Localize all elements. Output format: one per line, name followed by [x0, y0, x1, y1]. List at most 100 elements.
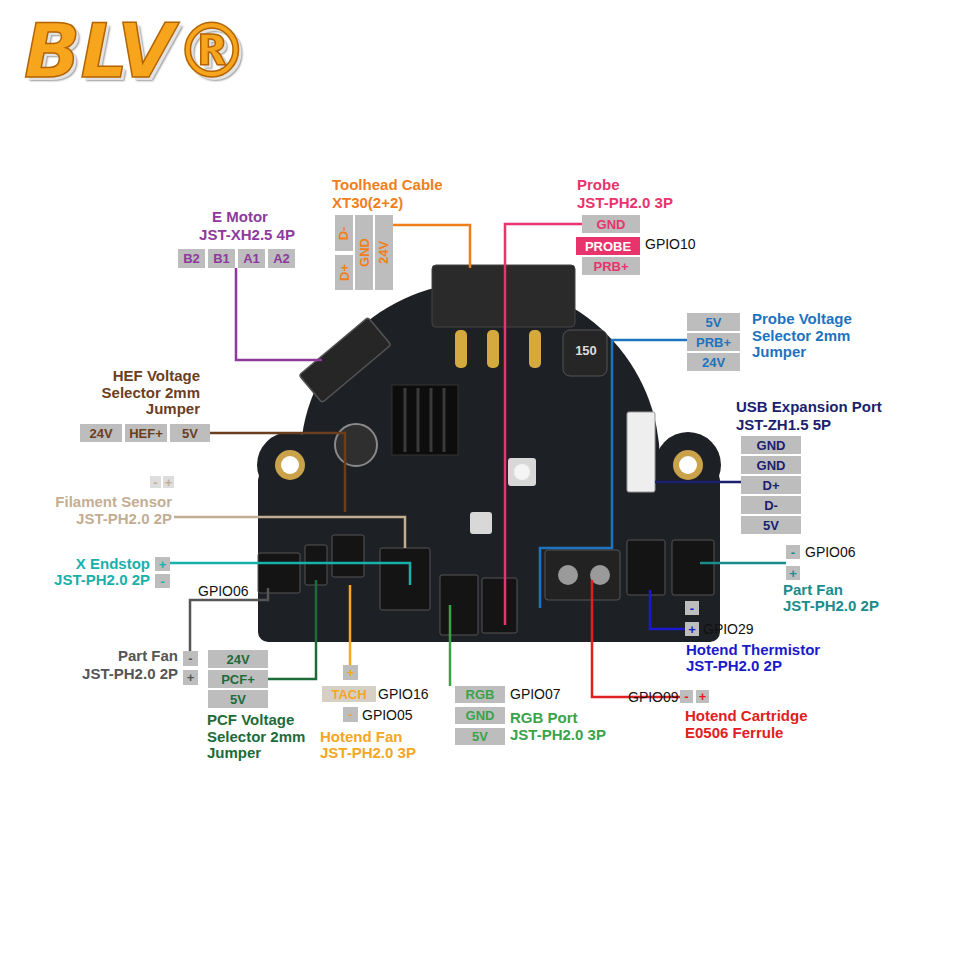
pin-name: GND — [358, 238, 371, 267]
pin-name: PROBE — [585, 240, 631, 253]
connector-name: USB Expansion Port — [736, 399, 882, 416]
pin-label-box: GND — [741, 436, 801, 454]
heatsink — [392, 385, 458, 455]
pin-label-box: 24V — [375, 215, 393, 290]
pin-name: 24V — [226, 653, 249, 666]
leader-line — [449, 605, 452, 686]
connector-name: X Endstop — [10, 556, 150, 573]
pin-name: - — [188, 652, 192, 665]
terminal-screw — [558, 565, 578, 585]
connector-pin — [529, 330, 541, 368]
pin-name: A2 — [273, 252, 290, 265]
pin-name: + — [688, 623, 696, 636]
pin-name: GND — [757, 459, 786, 472]
pin-label-box: PROBE — [576, 237, 640, 255]
pin-label-box: PRB+ — [687, 333, 740, 351]
reset-button — [514, 464, 530, 480]
mounting-hole — [275, 450, 305, 480]
pin-label-box: TACH — [322, 686, 376, 702]
connector-type: JST-PH2.0 3P — [577, 195, 673, 212]
inductor — [563, 330, 607, 376]
pin-label-box: + — [685, 622, 699, 636]
connector-name: Part Fan — [783, 582, 843, 599]
board-ear — [257, 432, 323, 498]
gpio-pin: GPIO29 — [703, 622, 754, 637]
jumper-name: HEF Voltage Selector 2mm Jumper — [80, 368, 200, 418]
pin-name: + — [347, 666, 355, 679]
boot-button — [470, 512, 492, 534]
pin-name: RGB — [466, 688, 495, 701]
pin-label-box: D+ — [741, 476, 801, 494]
leader-line — [170, 563, 410, 585]
pin-label-box: PRB+ — [582, 257, 640, 275]
pin-label-box: + — [343, 665, 358, 680]
pin-name: HEF+ — [129, 427, 163, 440]
pin-name: B1 — [213, 252, 230, 265]
pin-name: - — [153, 476, 157, 489]
terminal-block — [545, 550, 620, 600]
components — [258, 265, 714, 635]
pin-label-box: A1 — [238, 249, 265, 268]
pin-label-box: D- — [335, 215, 353, 251]
pin-label-box: + — [786, 566, 800, 580]
leader-line — [540, 340, 687, 608]
pin-name: PRB+ — [593, 260, 628, 273]
pin-name: D- — [338, 226, 351, 240]
jumper-name: Probe Voltage Selector 2mm Jumper — [752, 311, 877, 361]
pin-label-box: - — [155, 574, 170, 588]
pin-label-box: D- — [741, 496, 801, 514]
pin-name: + — [789, 567, 797, 580]
leader-line — [650, 590, 685, 629]
pin-label-box: 24V — [687, 353, 740, 371]
leader-line — [268, 580, 316, 679]
pin-name: 5V — [472, 730, 488, 743]
pin-label-box: GND — [582, 215, 640, 233]
connector-name: Hotend Fan — [320, 729, 403, 746]
pin-label-box: - — [786, 545, 800, 559]
pin-label-box: - — [680, 690, 693, 703]
pin-name: D+ — [337, 264, 350, 281]
leader-lines — [170, 224, 786, 697]
pin-label-box: 5V — [208, 690, 268, 708]
connector-pin — [487, 330, 499, 368]
jst-connector — [380, 548, 430, 610]
pin-name: GND — [757, 439, 786, 452]
jst-connector — [440, 575, 478, 635]
board — [257, 282, 721, 642]
pin-label-box: GND — [355, 215, 373, 290]
pin-label-box: GND — [741, 456, 801, 474]
connector-type: JST-PH2.0 2P — [38, 666, 178, 683]
connector-type: JST-PH2.0 2P — [783, 598, 879, 615]
pin-label-box: PCF+ — [208, 670, 268, 688]
connector-type: JST-PH2.0 2P — [10, 572, 150, 589]
pin-label-box: + — [163, 476, 174, 488]
gpio-pin: GPIO16 — [378, 687, 429, 702]
pin-name: B2 — [183, 252, 200, 265]
board-ear — [655, 432, 721, 498]
pin-label-box: B2 — [178, 249, 205, 268]
xt30-connector — [432, 265, 575, 327]
connector-name: Toolhead Cable — [332, 177, 443, 194]
jst-connector — [258, 553, 300, 593]
mounting-hole — [673, 450, 703, 480]
capacitor — [335, 424, 377, 466]
connector-type: JST-ZH1.5 5P — [736, 417, 831, 434]
leader-line — [393, 225, 470, 268]
gpio-pin: GPIO05 — [362, 708, 413, 723]
reset-button — [508, 458, 536, 486]
connector-pin — [455, 330, 467, 368]
pin-name: + — [159, 558, 167, 571]
leader-line — [505, 224, 582, 625]
gpio-pin: GPIO10 — [645, 237, 696, 252]
brand-logo: BLV® — [24, 14, 249, 88]
mounting-hole — [679, 456, 697, 474]
pin-name: + — [187, 671, 195, 684]
component-marking: 150 — [566, 344, 606, 358]
jumper-header — [332, 535, 364, 577]
leader-line — [236, 268, 322, 360]
pin-name: - — [690, 602, 694, 615]
pin-name: A1 — [243, 252, 260, 265]
gpio-pin: GPIO06 — [198, 584, 249, 599]
gpio-pin: GPIO07 — [510, 687, 561, 702]
